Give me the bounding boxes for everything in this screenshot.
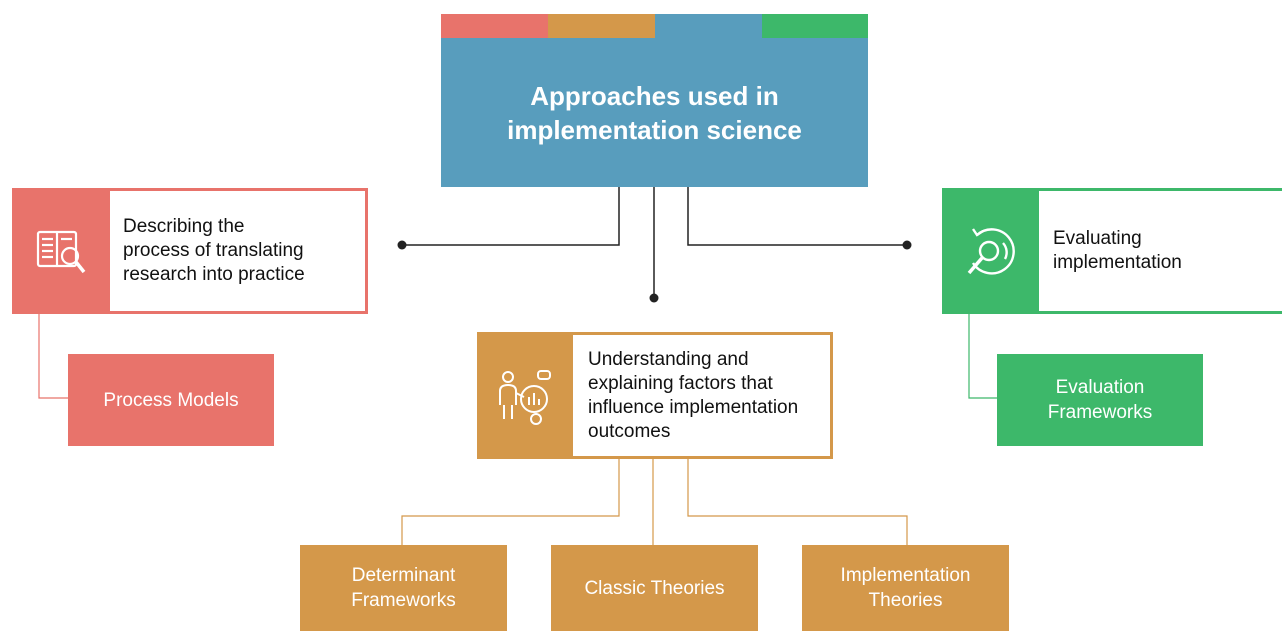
color-bar-blue — [655, 14, 762, 38]
title-line-1: Approaches used in — [530, 80, 779, 111]
card-icon-area — [480, 335, 573, 456]
leaf-implementation-theories: Implementation Theories — [802, 545, 1009, 631]
leaf-label-line-1: Evaluation — [1055, 377, 1145, 398]
category-card-describing: Describing the process of translating re… — [12, 188, 368, 314]
leaf-classic-theories: Classic Theories — [551, 545, 758, 631]
category-card-understanding: Understanding and explaining factors tha… — [477, 332, 833, 459]
leaf-evaluation-frameworks: Evaluation Frameworks — [997, 354, 1203, 446]
evaluating-line-2: implementation — [1053, 252, 1182, 273]
connector-dot-evaluating — [902, 240, 912, 250]
connector-title-to-evaluating — [687, 187, 907, 246]
card-icon-area — [945, 191, 1039, 311]
evaluating-line-1: Evaluating — [1053, 228, 1142, 249]
connector-dot-understanding — [649, 293, 659, 303]
leaf-label-line-1: Determinant — [351, 565, 456, 586]
color-bar-orange — [548, 14, 655, 38]
connector-understanding-to-determinant — [401, 459, 620, 545]
describing-line-2: process of translating — [123, 240, 304, 261]
connector-dot-describing — [397, 240, 407, 250]
understanding-line-2: explaining factors that — [588, 372, 773, 394]
leaf-label-line-2: Frameworks — [1047, 402, 1153, 423]
describing-line-3: research into practice — [123, 264, 305, 285]
leaf-label: Classic Theories — [584, 577, 725, 599]
leaf-label: Process Models — [103, 389, 239, 411]
connector-understanding-to-implementation — [687, 459, 908, 545]
book-magnifier-icon — [36, 230, 86, 274]
color-bar-red — [441, 14, 548, 38]
leaf-label-line-1: Implementation — [840, 565, 971, 586]
leaf-determinant-frameworks: Determinant Frameworks — [300, 545, 507, 631]
category-text-describing: Describing the process of translating re… — [123, 191, 355, 311]
diagram-title-box: Approaches used in implementation scienc… — [441, 38, 868, 187]
color-bar-green — [762, 14, 868, 38]
understanding-line-4: outcomes — [588, 420, 671, 442]
category-card-evaluating: Evaluating implementation — [942, 188, 1282, 314]
leaf-label-line-2: Frameworks — [351, 590, 456, 611]
connector-title-to-describing — [402, 187, 620, 246]
evaluation-cycle-icon — [967, 228, 1015, 275]
category-text-evaluating: Evaluating implementation — [1053, 191, 1272, 311]
connector-describing-to-process-models — [38, 314, 68, 399]
understanding-line-3: influence implementation — [588, 396, 799, 418]
leaf-label-line-2: Theories — [868, 590, 943, 611]
analyst-chart-icon — [499, 370, 551, 425]
card-icon-area — [15, 191, 110, 311]
connector-evaluating-to-evaluation-frameworks — [968, 314, 997, 399]
leaf-process-models: Process Models — [68, 354, 274, 446]
diagram-title: Approaches used in implementation scienc… — [507, 79, 802, 147]
title-line-2: implementation science — [507, 114, 802, 145]
understanding-line-1: Understanding and — [588, 348, 749, 370]
describing-line-1: Describing the — [123, 216, 245, 237]
category-text-understanding: Understanding and explaining factors tha… — [588, 335, 822, 456]
